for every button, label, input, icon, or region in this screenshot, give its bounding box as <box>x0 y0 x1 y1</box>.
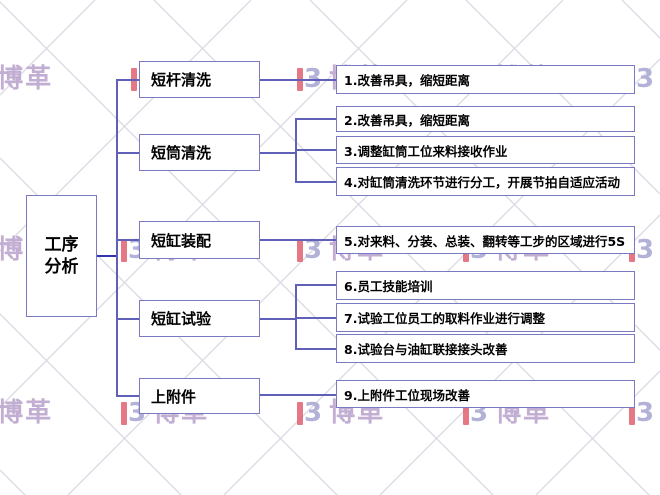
leaf-item-9: 9.上附件工位现场改善 <box>336 380 635 408</box>
leaf-label: 3.调整缸筒工位来料接收作业 <box>344 143 508 159</box>
leaf-label: 9.上附件工位现场改善 <box>344 387 470 403</box>
leaf-item-7: 7.试验工位员工的取料作业进行调整 <box>336 303 635 332</box>
branch-node-short-rod-cleaning: 短杆清洗 <box>139 61 260 98</box>
leaf-label: 4.对缸筒清洗环节进行分工，开展节拍自适应活动 <box>344 175 620 190</box>
leaf-item-5: 5.对来料、分装、总装、翻转等工步的区域进行5S <box>336 226 635 254</box>
branch-label: 上附件 <box>151 387 197 406</box>
connector-stub-branch-5 <box>116 395 139 397</box>
leaf-label: 5.对来料、分装、总装、翻转等工步的区域进行5S <box>344 233 626 249</box>
branch-label: 短缸装配 <box>151 231 212 250</box>
leaf-item-1: 1.改善吊具，缩短距离 <box>336 65 635 94</box>
branch-label: 短杆清洗 <box>151 71 212 89</box>
branch-label: 短筒清洗 <box>151 144 212 162</box>
connector-stub-item3 <box>295 149 336 151</box>
connector-branch5-to-item9 <box>260 394 336 396</box>
leaf-label: 6.员工技能培训 <box>344 279 433 294</box>
connector-stub-branch-3 <box>116 239 139 241</box>
leaf-item-3: 3.调整缸筒工位来料接收作业 <box>336 136 635 164</box>
connector-stub-branch-1 <box>116 79 139 81</box>
leaf-label: 2.改善吊具，缩短距离 <box>344 112 470 128</box>
connector-stub-item7 <box>295 317 336 319</box>
branch-node-short-tube-cleaning: 短筒清洗 <box>139 134 260 171</box>
root-node-label: 工序 分析 <box>44 234 79 277</box>
connector-branch1-to-item1 <box>260 79 336 81</box>
connector-stub-branch-2 <box>116 152 139 154</box>
connector-stub-item6 <box>295 284 336 286</box>
connector-stub-item8 <box>295 348 336 350</box>
connector-branch2-h <box>260 152 296 154</box>
root-node-process-analysis: 工序 分析 <box>26 195 97 317</box>
connector-stub-item2 <box>295 118 336 120</box>
connector-branch4-h <box>260 318 296 320</box>
leaf-label: 7.试验工位员工的取料作业进行调整 <box>344 311 545 326</box>
leaf-item-8: 8.试验台与油缸联接接头改善 <box>336 334 635 363</box>
leaf-item-4: 4.对缸筒清洗环节进行分工，开展节拍自适应活动 <box>336 167 635 196</box>
connector-stub-branch-4 <box>116 318 139 320</box>
connector-stub-item4 <box>295 181 336 183</box>
connector-branch3-to-item5 <box>260 239 336 241</box>
leaf-item-2: 2.改善吊具，缩短距离 <box>336 106 635 132</box>
leaf-label: 8.试验台与油缸联接接头改善 <box>344 342 508 357</box>
branch-label: 短缸试验 <box>151 310 212 328</box>
leaf-item-6: 6.员工技能培训 <box>336 271 635 300</box>
connector-trunk-vertical <box>116 79 118 397</box>
branch-node-short-cylinder-assembly: 短缸装配 <box>139 221 260 259</box>
leaf-label: 1.改善吊具，缩短距离 <box>344 73 470 88</box>
branch-node-upper-attachment: 上附件 <box>139 378 260 414</box>
branch-node-short-cylinder-test: 短缸试验 <box>139 300 260 337</box>
connector-root-to-trunk <box>97 255 117 257</box>
